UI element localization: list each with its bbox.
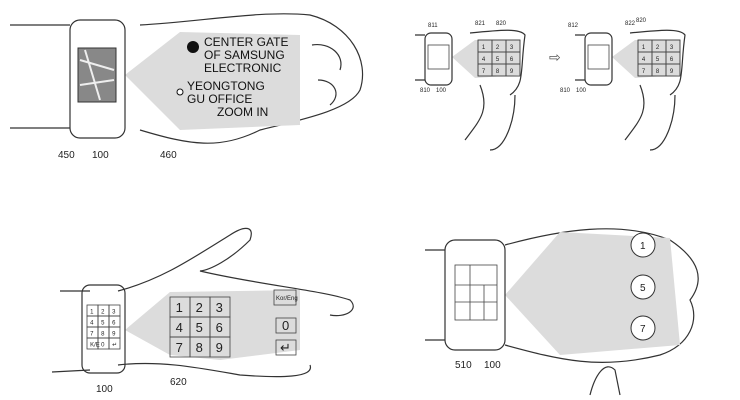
- projection-area: [125, 32, 300, 130]
- keypad-key-label: 2: [196, 300, 203, 315]
- watch-key-label: 0: [101, 342, 105, 348]
- keypad-key-label: 3: [510, 45, 514, 51]
- ref-label: 460: [160, 150, 177, 161]
- knuckle-button: [630, 315, 656, 341]
- ref-label: 100: [436, 88, 447, 94]
- watch-key-label: 6: [112, 320, 116, 326]
- keypad-key-label: 7: [482, 69, 486, 75]
- ref-label: 820: [496, 21, 507, 27]
- keypad-key-label: 7: [642, 69, 646, 75]
- enter-key-label: ↵: [280, 340, 291, 355]
- keypad-key-label: 6: [510, 57, 514, 63]
- knuckle-label: 1: [640, 241, 646, 252]
- smartwatch: [444, 239, 506, 351]
- enter-key: [275, 339, 297, 356]
- watch-key-label: 5: [101, 320, 105, 326]
- watch-map-screen: [77, 47, 117, 103]
- watch-key-label: ↵: [112, 342, 117, 348]
- ref-label: 100: [96, 384, 113, 395]
- poi-label-1b: OF SAMSUNG: [204, 48, 285, 62]
- keypad-key-label: 5: [496, 57, 500, 63]
- keypad-key-label: 1: [176, 300, 183, 315]
- ref-label: 100: [484, 360, 501, 371]
- kor-eng-key: [273, 289, 297, 306]
- ref-label: 510: [455, 360, 472, 371]
- watch-key-label: 3: [112, 309, 116, 315]
- keypad-key-cell: [209, 336, 231, 358]
- ref-label: 822: [625, 21, 636, 27]
- knuckle-button: [630, 274, 656, 300]
- zero-key-label: 0: [282, 318, 289, 333]
- poi-marker-open: [176, 88, 184, 96]
- panel-knuckle-menu: 1 5 7 510 100: [425, 228, 699, 396]
- keypad-key-label: 4: [176, 320, 183, 335]
- keypad-key-label: 7: [176, 340, 183, 355]
- arrow-right-icon: ⇨: [549, 49, 561, 65]
- ref-label: 620: [170, 377, 187, 388]
- keypad-key-label: 6: [216, 320, 223, 335]
- watch-key-label: K/E: [90, 342, 100, 348]
- keypad-key-label: 8: [496, 69, 500, 75]
- ref-label: 820: [636, 18, 647, 24]
- watch-key-label: 2: [101, 309, 105, 315]
- keypad-key-label: 2: [656, 45, 660, 51]
- zero-key: [275, 317, 297, 334]
- knuckle-button: [630, 232, 656, 258]
- watch-key-label: 7: [90, 331, 94, 337]
- watch-grid-screen: [454, 264, 498, 321]
- watch-key-cell: [108, 337, 121, 350]
- watch-key-label: 4: [90, 320, 94, 326]
- panel-finger-select: ⇨ 1 2 3 4 5 6 7 8 9 1 2 3 4 5 6 7 8 9 811 821 820 810 100…: [415, 18, 686, 151]
- ref-label: 811: [428, 23, 438, 29]
- smartwatch: [81, 284, 126, 374]
- keypad-key-label: 2: [496, 45, 500, 51]
- ref-label: 821: [475, 21, 486, 27]
- poi-label-1a: CENTER GATE: [204, 35, 288, 49]
- keypad-key-cell: [505, 63, 521, 77]
- ref-label: 450: [58, 150, 75, 161]
- knuckle-label: 5: [640, 283, 646, 294]
- keypad-key-label: 1: [482, 45, 486, 51]
- keypad-key-label: 4: [482, 57, 486, 63]
- watch-key-label: 1: [90, 309, 94, 315]
- keypad-key-label: 6: [670, 57, 674, 63]
- ref-label: 810: [420, 88, 431, 94]
- watch-key-label: 9: [112, 331, 116, 337]
- panel-map-projection: CENTER GATE OF SAMSUNG ELECTRONIC YEONGT…: [10, 13, 364, 161]
- ref-label: 810: [560, 88, 571, 94]
- poi-marker-filled: [187, 41, 199, 53]
- ref-label: 100: [576, 88, 587, 94]
- poi-label-1c: ELECTRONIC: [204, 61, 282, 75]
- poi-label-2c: ZOOM IN: [217, 105, 268, 119]
- keypad-key-label: 9: [510, 69, 514, 75]
- keypad-key-label: 9: [216, 340, 223, 355]
- kor-eng-key-label: Kor/Eng: [276, 296, 298, 302]
- ref-label: 100: [92, 150, 109, 161]
- poi-label-2a: YEONGTONG: [187, 79, 265, 93]
- keypad-key-label: 3: [216, 300, 223, 315]
- keypad-key-label: 8: [656, 69, 660, 75]
- keypad-key-label: 8: [196, 340, 203, 355]
- smartwatch: [69, 19, 126, 139]
- ref-label: 812: [568, 23, 579, 29]
- keypad-key-label: 1: [642, 45, 646, 51]
- poi-label-2b: GU OFFICE: [187, 92, 252, 106]
- keypad-key-label: 3: [670, 45, 674, 51]
- watch-key-label: 8: [101, 331, 105, 337]
- knuckle-label: 7: [640, 324, 646, 335]
- keypad-key-cell: [665, 63, 681, 77]
- keypad-key-label: 5: [656, 57, 660, 63]
- keypad-key-label: 4: [642, 57, 646, 63]
- keypad-key-label: 9: [670, 69, 674, 75]
- keypad-key-label: 5: [196, 320, 203, 335]
